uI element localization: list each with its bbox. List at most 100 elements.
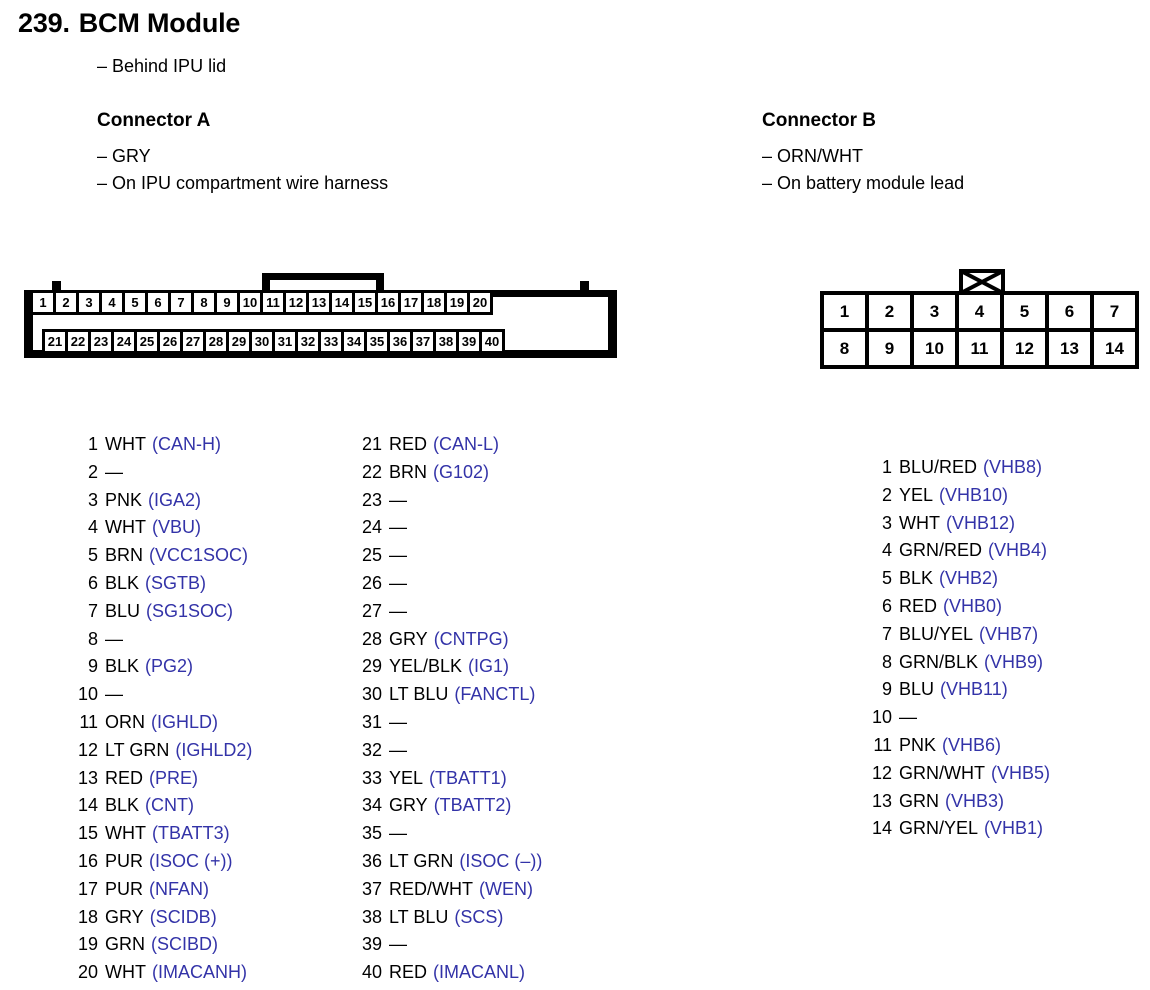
pin-wire-color: WHT <box>105 823 146 844</box>
pin-number: 11 <box>873 734 892 755</box>
pin-wire-color: PUR <box>105 878 144 899</box>
pin-wire-color: GRN/BLK <box>899 651 979 672</box>
connector-a-shell-left <box>24 290 33 358</box>
connector-b-pin-cell-6: 6 <box>1045 291 1094 332</box>
page-subtitle: – Behind IPU lid <box>97 56 227 76</box>
pin-row: 24— <box>356 517 542 545</box>
pin-row: 26 — <box>356 573 542 601</box>
connector-a-pin-cell-37: 37 <box>410 329 436 354</box>
connector-a-pin-cell-6: 6 <box>145 290 171 315</box>
pin-wire-color: RED <box>899 595 938 616</box>
pin-signal-name: (VHB6) <box>942 734 1002 755</box>
pin-wire-color: BLK <box>105 795 140 816</box>
connector-b-pin-cell-1: 1 <box>820 291 869 332</box>
pin-number: 38 <box>361 906 382 927</box>
connector-b-color: – ORN/WHT <box>762 146 863 166</box>
pin-number: 24 <box>361 517 382 538</box>
pin-unused-dash: — <box>389 545 407 566</box>
connector-b-pin-cell-14: 14 <box>1090 328 1139 369</box>
connector-a-pin-cell-3: 3 <box>76 290 102 315</box>
pin-wire-color: WHT <box>105 962 146 983</box>
connector-a-location: – On IPU compartment wire harness <box>97 173 389 193</box>
connector-a-pin-cell-27: 27 <box>180 329 206 354</box>
pin-unused-dash: — <box>389 572 407 593</box>
pin-signal-name: (FANCTL) <box>454 684 536 705</box>
pin-signal-name: (VHB3) <box>945 790 1005 811</box>
pin-number: 31 <box>361 711 382 732</box>
pin-wire-color: YEL <box>899 484 934 505</box>
pin-row: 2— <box>72 462 252 490</box>
pin-wire-color: LT GRN <box>389 850 454 871</box>
pin-row: 23— <box>356 490 542 518</box>
pin-signal-name: (SG1SOC) <box>146 600 234 621</box>
pin-number: 5 <box>881 568 892 589</box>
connector-a-left-latch-tab-icon <box>52 281 61 297</box>
pin-signal-name: (VHB8) <box>983 457 1043 477</box>
pin-number: 37 <box>361 878 382 899</box>
connector-a-color: – GRY <box>97 146 151 166</box>
pin-wire-color: ORN <box>105 711 145 732</box>
pin-number: 39 <box>361 934 382 955</box>
pin-number: 27 <box>361 600 382 621</box>
pin-number: 30 <box>361 684 382 705</box>
pin-wire-color: GRY <box>389 628 428 649</box>
connector-a-pin-cell-7: 7 <box>168 290 194 315</box>
pin-signal-name: (IGHLD) <box>151 711 218 732</box>
pin-signal-name: (CNT) <box>145 795 195 816</box>
pin-unused-dash: — <box>389 823 407 844</box>
connector-a-pin-cell-22: 22 <box>65 329 91 354</box>
pin-signal-name: (SCIDB) <box>149 906 217 927</box>
connector-a-center-bracket-right <box>376 273 384 297</box>
pin-wire-color: RED/WHT <box>389 878 473 899</box>
pin-number: 26 <box>361 572 382 593</box>
pin-wire-color: BRN <box>105 545 144 566</box>
connector-a-pin-cell-21: 21 <box>42 329 68 354</box>
pin-number: 34 <box>361 795 382 816</box>
pin-number: 5 <box>87 545 98 566</box>
pin-number: 11 <box>79 711 98 732</box>
pin-wire-color: RED <box>389 962 428 983</box>
pin-wire-color: GRN/WHT <box>899 762 985 783</box>
pin-wire-color: PNK <box>105 489 143 510</box>
pin-signal-name: (VBU) <box>151 517 201 538</box>
pin-wire-color: RED <box>105 767 144 788</box>
bowtie-keyway-icon <box>959 269 1005 295</box>
pin-unused-dash: — <box>389 711 407 732</box>
pin-signal-name: (IMACANL) <box>433 962 526 983</box>
pin-wire-color: BLU/YEL <box>899 623 974 644</box>
pin-number: 18 <box>77 906 98 927</box>
pin-number: 2 <box>881 484 892 505</box>
pin-unused-dash: — <box>389 489 407 510</box>
pin-signal-name: (SGTB) <box>145 572 207 593</box>
connector-a-pin-cell-13: 13 <box>306 290 332 315</box>
pin-signal-name: (VHB4) <box>988 540 1048 561</box>
pin-signal-name: (IMACANH) <box>151 962 247 983</box>
pin-number: 32 <box>361 739 382 760</box>
pin-number: 21 <box>361 434 382 454</box>
pin-wire-color: GRN/YEL <box>899 818 979 839</box>
connector-a-pin-cell-35: 35 <box>364 329 390 354</box>
connector-b-pin-cell-4: 4 <box>955 291 1004 332</box>
connector-b-details: – ORN/WHT – On battery module lead <box>762 143 964 197</box>
pin-number: 3 <box>881 512 892 533</box>
pin-row: 10— <box>72 684 252 712</box>
connector-b-heading: Connector B <box>762 110 876 131</box>
connector-b-pin-cell-2: 2 <box>865 291 914 332</box>
pin-signal-name: (VHB12) <box>945 512 1016 533</box>
